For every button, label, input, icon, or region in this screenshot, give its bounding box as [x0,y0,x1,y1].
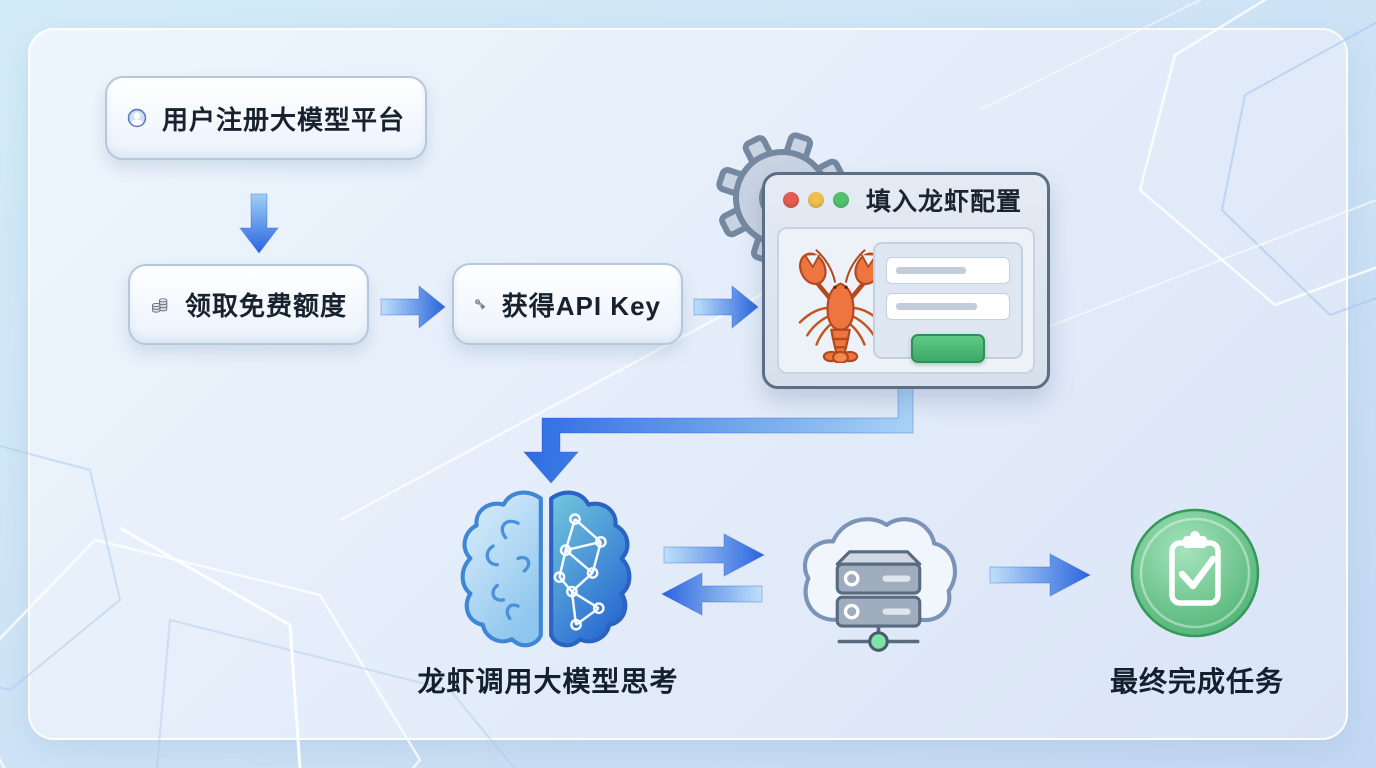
cloud-server-icon [802,517,958,652]
config-window-titlebar: 填入龙虾配置 [765,175,1047,225]
traffic-light-close-icon [783,192,799,208]
input-placeholder-bar [896,267,967,274]
config-window: 填入龙虾配置 [762,172,1050,389]
user-avatar-icon [127,108,147,128]
config-input-field-1 [886,257,1010,284]
coins-icon [152,297,168,313]
thinking-caption: 龙虾调用大模型思考 [417,666,679,697]
step-register-box: 用户注册大模型平台 [105,76,427,160]
config-submit-button [911,334,985,363]
step-quota-box: 领取免费额度 [128,264,369,345]
config-window-title: 填入龙虾配置 [866,188,1023,216]
traffic-light-zoom-icon [833,192,849,208]
traffic-light-minimize-icon [808,192,824,208]
brain-icon [460,490,632,648]
config-window-content [777,227,1035,374]
step-apikey-box: 获得API Key [452,263,683,345]
step-register-label: 用户注册大模型平台 [161,104,405,135]
result-caption: 最终完成任务 [1109,666,1285,697]
lobster-icon [798,249,883,365]
config-input-field-2 [886,293,1010,320]
key-icon [475,299,485,310]
clipboard-check-icon [1130,508,1260,638]
config-form-panel [873,242,1023,363]
input-placeholder-bar [896,303,978,310]
step-quota-label: 领取免费额度 [184,291,347,321]
step-apikey-label: 获得API Key [501,290,661,321]
